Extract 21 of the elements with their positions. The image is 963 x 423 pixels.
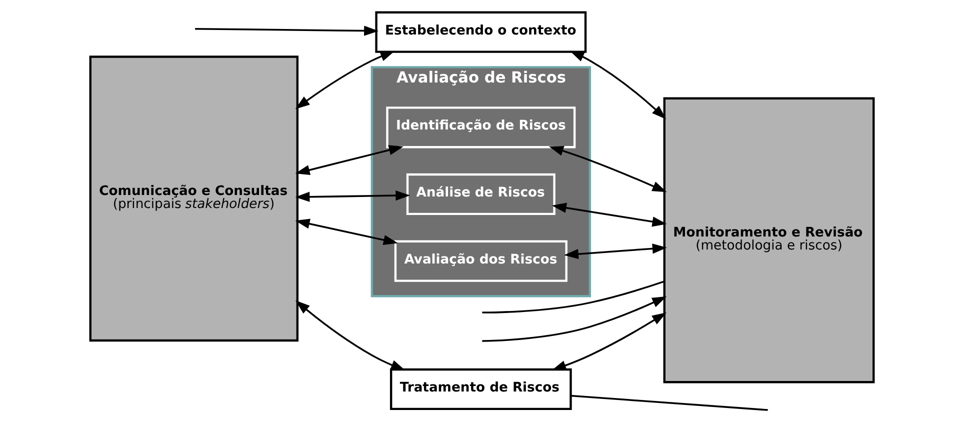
arrow <box>294 145 403 175</box>
arrow <box>563 244 666 260</box>
arrow <box>294 300 405 370</box>
arrow <box>294 218 398 245</box>
node-box: Análise de Riscos <box>406 173 555 216</box>
node-box: Comunicação e Consultas (principais stakeholders) <box>88 56 298 342</box>
node-box: Identificação de Riscos <box>386 106 576 148</box>
arrow <box>548 146 666 192</box>
connector <box>570 394 768 411</box>
arrow <box>551 202 666 227</box>
arrow <box>294 190 410 202</box>
node-box: Avaliação dos Riscos <box>394 240 567 282</box>
arrow <box>569 50 666 120</box>
node-box: Estabelecendo o contexto <box>374 11 586 53</box>
arrow <box>482 296 666 342</box>
node-box: Tratamento de Riscos <box>389 368 572 410</box>
arrow <box>194 26 378 36</box>
arrow <box>551 312 666 370</box>
connector <box>482 280 664 314</box>
arrow <box>294 50 394 110</box>
node-box: Monitoramento e Revisão (metodologia e riscos) <box>662 97 874 384</box>
